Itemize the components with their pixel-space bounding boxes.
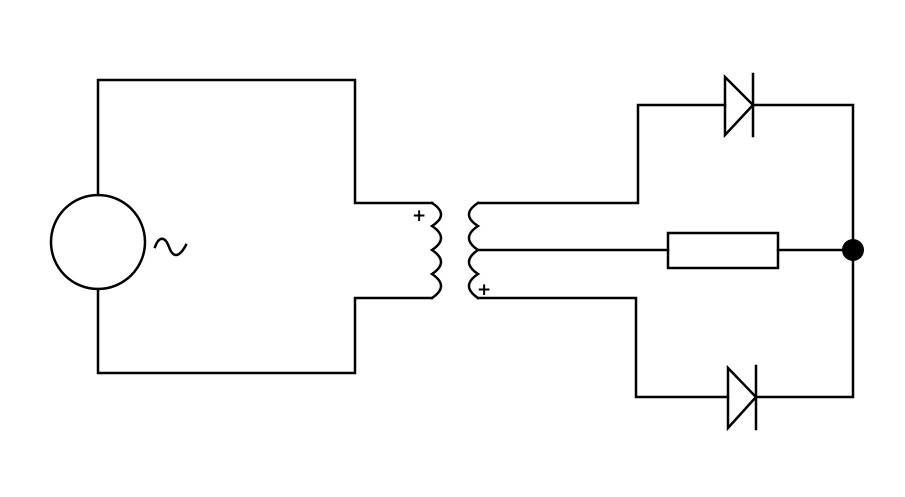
ac-sine-symbol — [153, 237, 188, 257]
ac-source — [49, 193, 188, 291]
secondary-polarity-mark: + — [477, 280, 491, 300]
load-resistor — [666, 231, 780, 270]
secondary-top-wire — [476, 103, 727, 205]
transformer: + + — [412, 201, 491, 300]
primary-polarity-mark: + — [412, 206, 426, 226]
primary-circuit-wire — [96, 78, 434, 205]
upper-diode-triangle — [723, 73, 755, 139]
upper-diode-output-wire — [751, 103, 855, 251]
lower-diode-triangle — [726, 364, 758, 432]
transformer-primary-winding — [429, 201, 443, 300]
ac-source-circle — [49, 193, 147, 291]
lower-diode — [726, 364, 758, 432]
secondary-bottom-wire — [476, 296, 730, 399]
upper-diode — [723, 72, 755, 139]
primary-circuit-wire-lower — [96, 287, 434, 375]
junction-node — [842, 239, 864, 261]
lower-diode-output-wire — [754, 248, 855, 399]
